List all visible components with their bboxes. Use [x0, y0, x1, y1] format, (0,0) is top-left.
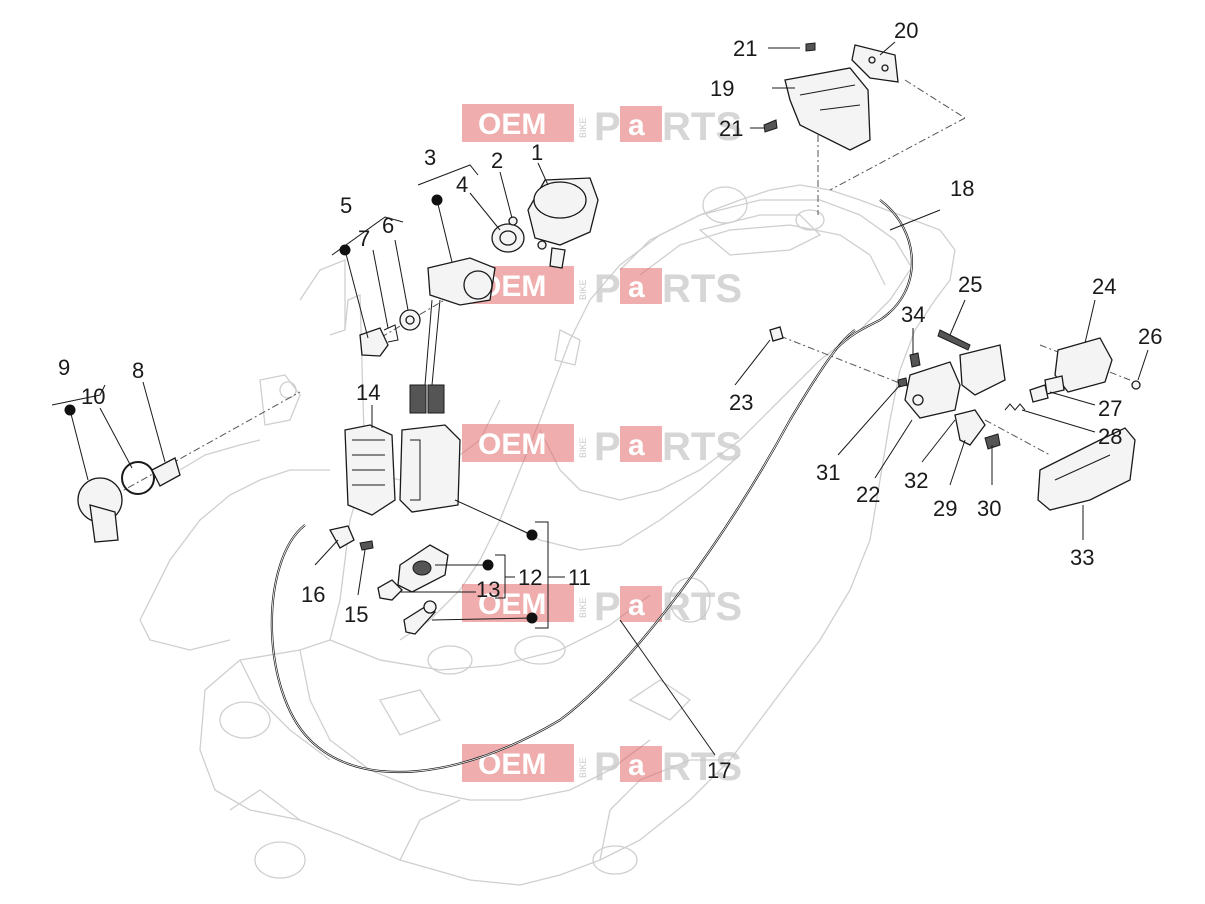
- callout-16: 16: [301, 582, 325, 607]
- part-lock-bracket: [904, 361, 961, 419]
- part-control-unit: [399, 424, 461, 513]
- callout-3: 3: [424, 145, 436, 170]
- callout-6: 6: [382, 213, 394, 238]
- callout-22: 22: [856, 482, 880, 507]
- part-lock-actuator: [1044, 337, 1113, 395]
- scooter-frame: [139, 184, 956, 886]
- bullet-dots: [64, 194, 538, 624]
- callout-29: 29: [933, 496, 957, 521]
- svg-text:RTS: RTS: [662, 105, 742, 149]
- part-small-ball: [1131, 380, 1141, 390]
- svg-text:BIKE: BIKE: [578, 757, 588, 778]
- callout-27: 27: [1098, 396, 1122, 421]
- part-spring-clip: [383, 324, 399, 343]
- callout-12: 12: [518, 565, 542, 590]
- callout-13: 13: [476, 577, 500, 602]
- callout-9: 9: [58, 355, 70, 380]
- part-o-ring: [121, 461, 155, 495]
- svg-text:BIKE: BIKE: [578, 279, 588, 300]
- part-spacer-23: [769, 326, 784, 342]
- callout-20: 20: [894, 18, 918, 43]
- callout-2: 2: [491, 148, 503, 173]
- callout-4: 4: [456, 172, 468, 197]
- svg-text:RTS: RTS: [662, 585, 742, 629]
- callout-23: 23: [729, 390, 753, 415]
- callout-15: 15: [344, 602, 368, 627]
- part-lock-lever: [954, 409, 986, 446]
- callout-25: 25: [958, 272, 982, 297]
- svg-text:P: P: [594, 267, 621, 311]
- part-key-tag: [403, 600, 437, 635]
- svg-text:P: P: [594, 105, 621, 149]
- callout-5: 5: [340, 193, 352, 218]
- callout-21b: 21: [719, 116, 743, 141]
- svg-text:P: P: [594, 745, 621, 789]
- svg-text:a: a: [628, 109, 645, 142]
- svg-text:a: a: [628, 589, 645, 622]
- callout-34: 34: [901, 302, 925, 327]
- part-release-lever: [1037, 427, 1136, 511]
- part-ignition-lock-body: [527, 177, 599, 269]
- svg-text:BIKE: BIKE: [578, 117, 588, 138]
- part-lock-cylinder: [491, 223, 525, 253]
- svg-text:a: a: [628, 749, 645, 782]
- callout-32: 32: [904, 468, 928, 493]
- callout-24: 24: [1092, 274, 1116, 299]
- callout-7: 7: [358, 226, 370, 251]
- callout-19: 19: [710, 76, 734, 101]
- svg-text:RTS: RTS: [662, 267, 742, 311]
- part-saddle-lock: [77, 477, 123, 543]
- part-gasket: [151, 457, 181, 487]
- svg-text:OEM: OEM: [478, 748, 546, 781]
- svg-text:RTS: RTS: [662, 425, 742, 469]
- callout-21a: 21: [733, 36, 757, 61]
- part-key-fob: [397, 544, 449, 593]
- callout-28: 28: [1098, 424, 1122, 449]
- callout-10: 10: [81, 384, 105, 409]
- part-hinge-plate: [851, 44, 899, 83]
- part-screw-31: [897, 377, 908, 388]
- svg-text:OEM: OEM: [478, 428, 546, 461]
- leader-lines: [51, 41, 1149, 756]
- part-lock-switch-assembly: [409, 257, 496, 414]
- part-small-nut: [508, 216, 547, 250]
- callout-33: 33: [1070, 545, 1094, 570]
- svg-text:BIKE: BIKE: [578, 597, 588, 618]
- callout-11: 11: [568, 565, 591, 590]
- callout-labels: 1 2 3 4 5 6 7 8 9 10 11 12 13 14 15 16 1…: [58, 18, 1162, 783]
- callout-31: 31: [816, 460, 840, 485]
- callout-30: 30: [977, 496, 1001, 521]
- svg-text:a: a: [628, 429, 645, 462]
- part-screw-30: [984, 433, 1001, 450]
- part-washer: [399, 309, 421, 331]
- part-control-unit-bracket: [344, 424, 396, 516]
- svg-text:a: a: [628, 271, 645, 304]
- part-key-cover: [377, 579, 403, 601]
- callout-8: 8: [132, 358, 144, 383]
- callout-1: 1: [531, 140, 543, 165]
- part-saddle-release-cable-17: [270, 329, 856, 774]
- assembly-lines: [114, 79, 1131, 496]
- callout-18: 18: [950, 176, 974, 201]
- part-cover-plug: [359, 327, 389, 357]
- part-bolt-25: [937, 329, 971, 351]
- part-lock-mount-plate: [959, 344, 1006, 396]
- part-saddle-hinge: [784, 67, 871, 151]
- svg-text:OEM: OEM: [478, 108, 546, 141]
- callout-14: 14: [356, 380, 380, 405]
- part-spring-28: [1004, 403, 1026, 411]
- watermark: OEM BIKE P a RTS OEM BIKE P a RTS OEM BI…: [462, 104, 742, 789]
- callout-17: 17: [707, 758, 731, 783]
- svg-text:RTS: RTS: [662, 745, 742, 789]
- part-screw-15: [359, 540, 374, 551]
- svg-text:BIKE: BIKE: [578, 437, 588, 458]
- part-saddle-release-cable-18: [834, 199, 913, 351]
- part-screws-21: [763, 42, 816, 133]
- svg-text:P: P: [594, 425, 621, 469]
- callout-26: 26: [1138, 324, 1162, 349]
- part-bolt-34: [909, 352, 921, 368]
- svg-text:P: P: [594, 585, 621, 629]
- part-pin-27: [1029, 384, 1049, 403]
